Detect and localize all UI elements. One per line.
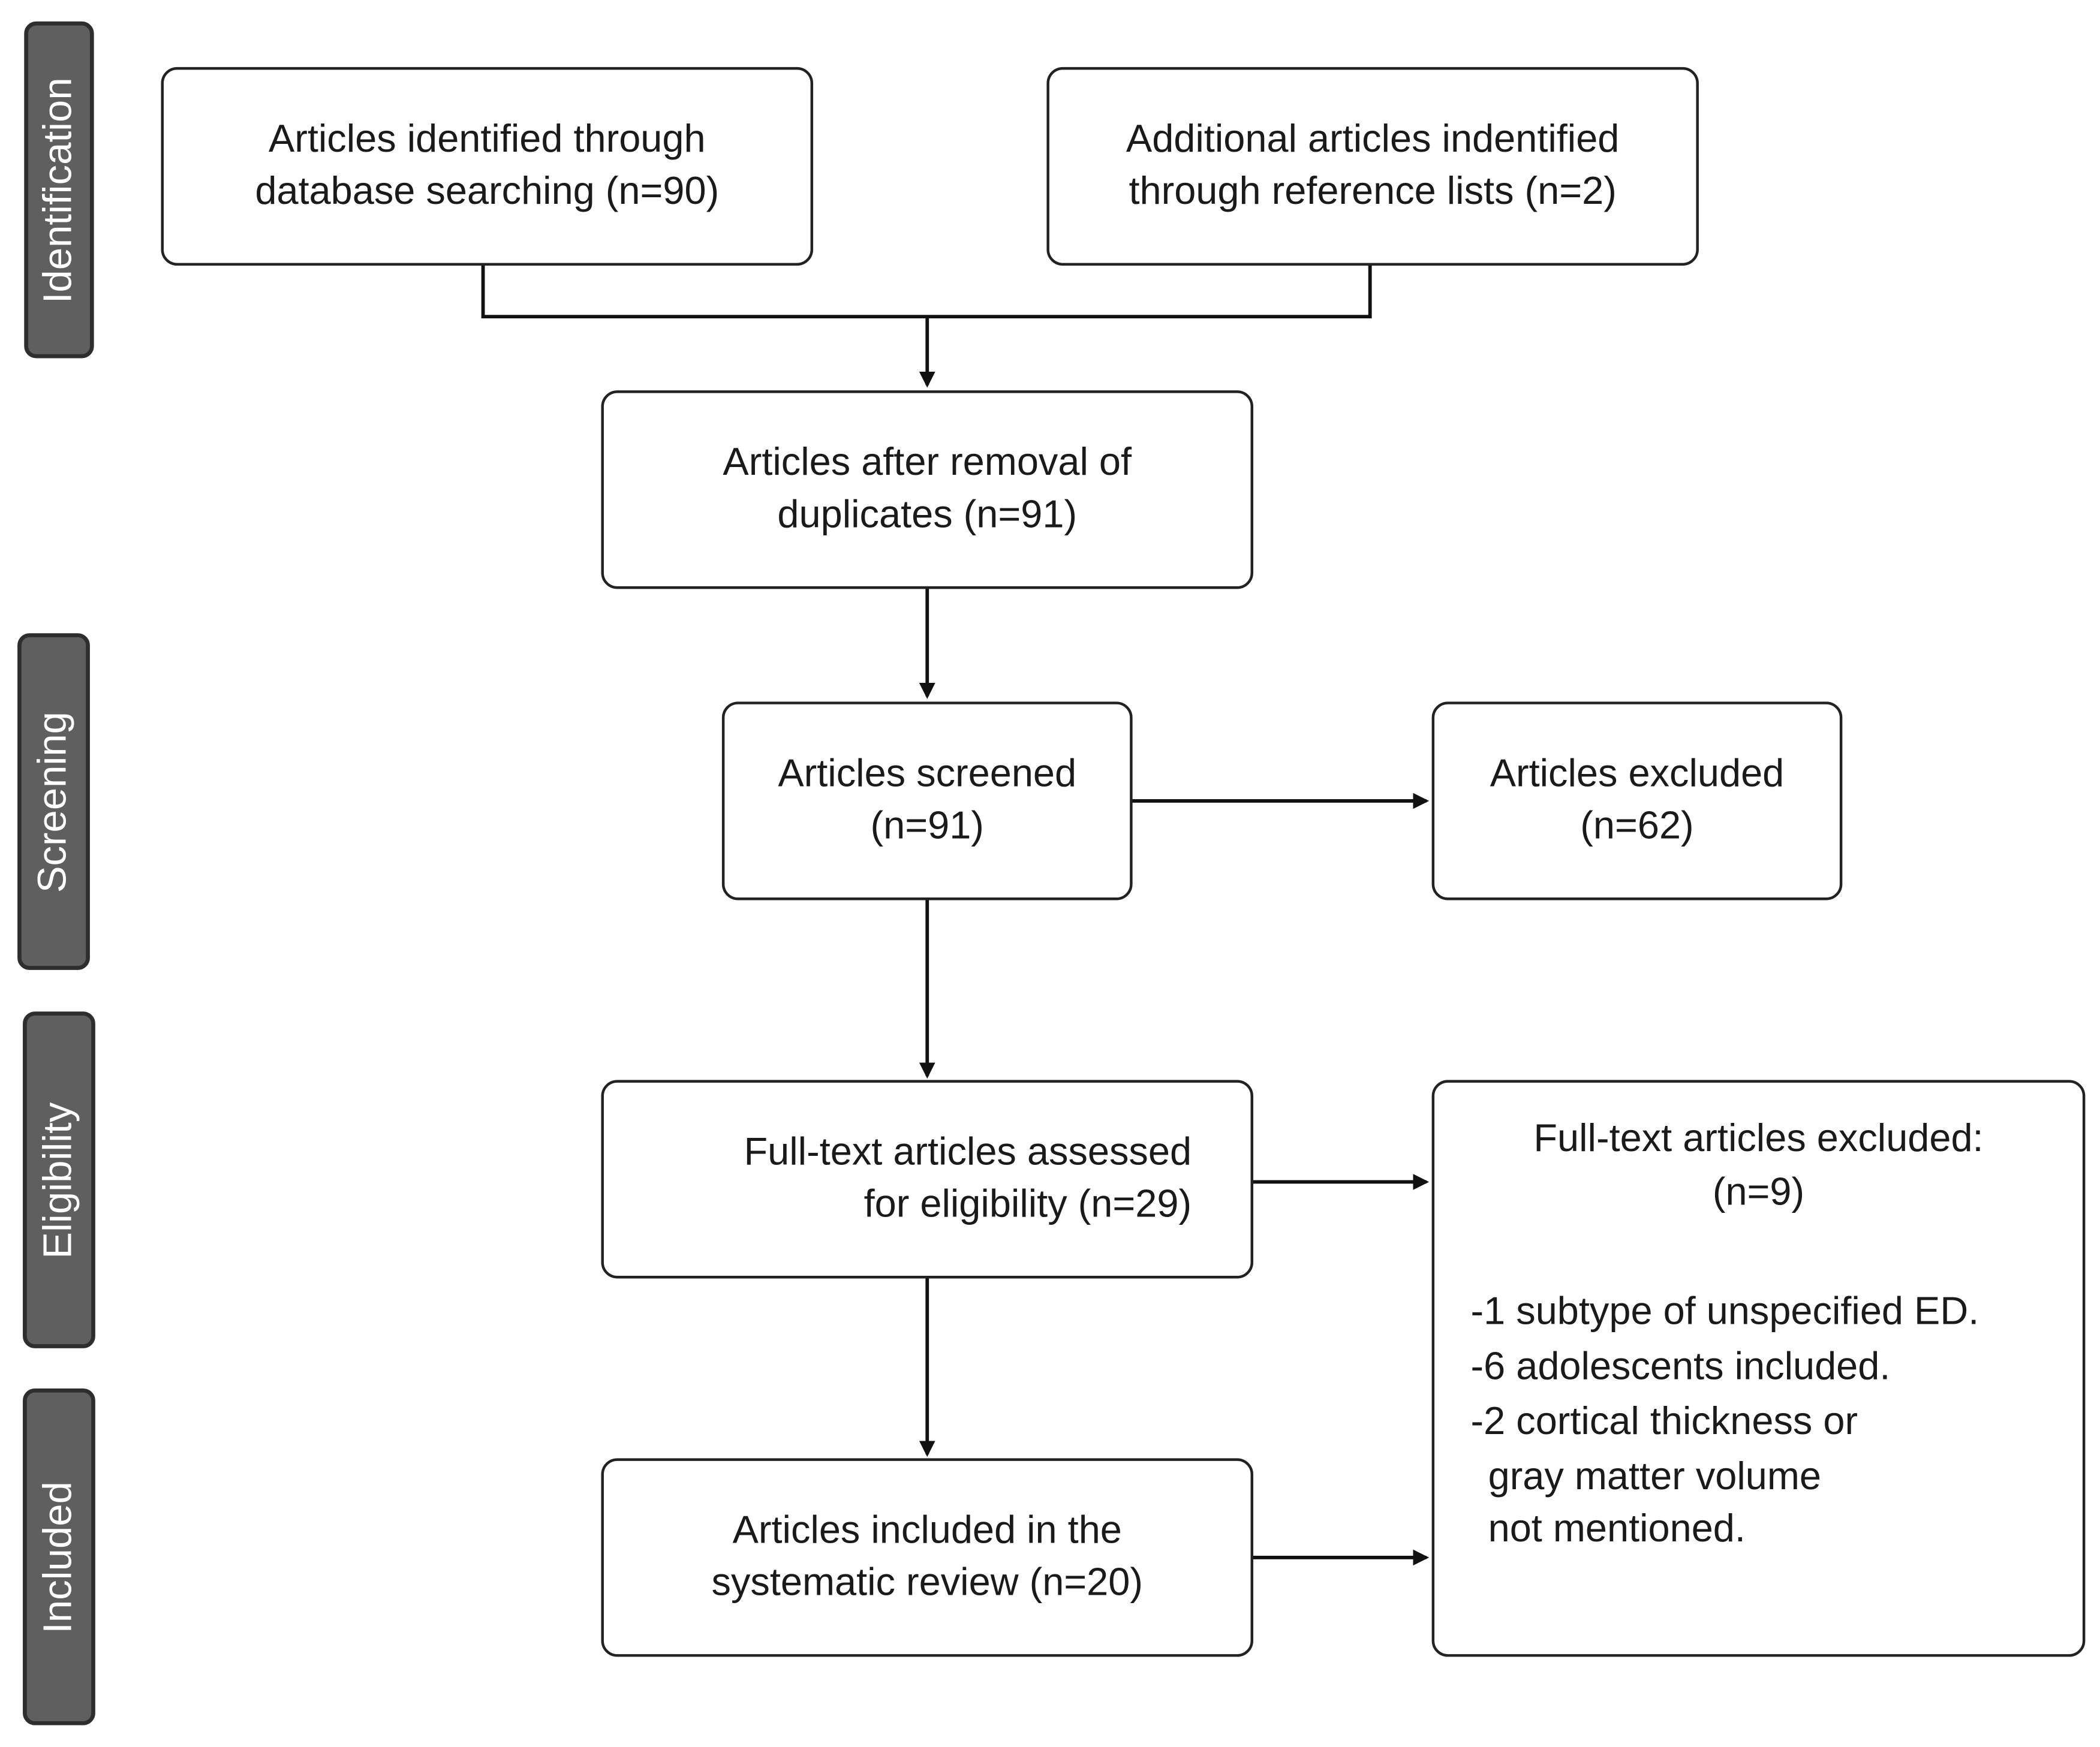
phase-tab-screening: Screening [17, 633, 90, 970]
box-reference-lists: Additional articles indentified through … [1046, 67, 1699, 266]
box-reference-lists-line2: through reference lists (n=2) [1129, 170, 1617, 213]
phase-tab-eligibility: Eligibility [23, 1011, 95, 1348]
exclusion-reason: -1 subtype of unspecified ED. [1470, 1290, 1979, 1334]
box-full-text-assessed-line2: for eligibility (n=29) [864, 1183, 1192, 1227]
box-database-search: Articles identified through database sea… [161, 67, 814, 266]
box-database-search-line2: database searching (n=90) [255, 170, 720, 213]
box-screened: Articles screened (n=91) [721, 701, 1133, 900]
box-excluded: Articles excluded (n=62) [1431, 701, 1843, 900]
box-full-text-assessed: Full-text articles assessed for eligibil… [601, 1080, 1254, 1279]
box-after-duplicates-line1: Articles after removal of [723, 441, 1132, 484]
box-screened-line1: Articles screened [778, 752, 1077, 796]
box-included-line2: systematic review (n=20) [711, 1561, 1143, 1605]
full-text-excluded-count: (n=9) [1712, 1171, 1805, 1215]
box-after-duplicates-line2: duplicates (n=91) [777, 493, 1078, 537]
box-excluded-line2: (n=62) [1580, 805, 1694, 848]
exclusion-reason: -6 adolescents included. [1470, 1345, 1891, 1389]
exclusion-reason: not mentioned. [1488, 1508, 1746, 1551]
box-database-search-line1: Articles identified through [268, 118, 706, 161]
box-full-text-excluded: Full-text articles excluded: (n=9) -1 su… [1431, 1080, 2086, 1657]
phase-tab-included: Included [23, 1388, 95, 1725]
exclusion-reason: -2 cortical thickness or [1470, 1400, 1858, 1444]
box-included-line1: Articles included in the [732, 1509, 1122, 1553]
box-reference-lists-line1: Additional articles indentified [1126, 118, 1620, 161]
box-excluded-line1: Articles excluded [1490, 752, 1785, 796]
box-after-duplicates: Articles after removal of duplicates (n=… [601, 390, 1254, 589]
box-full-text-assessed-line1: Full-text articles assessed [744, 1131, 1192, 1174]
merge-connector [481, 264, 1372, 319]
exclusion-reason: gray matter volume [1488, 1455, 1822, 1499]
box-screened-line2: (n=91) [870, 805, 984, 848]
phase-tab-identification: Identification [24, 21, 94, 359]
box-included: Articles included in the systematic revi… [601, 1458, 1254, 1657]
full-text-excluded-title: Full-text articles excluded: [1533, 1118, 1984, 1161]
